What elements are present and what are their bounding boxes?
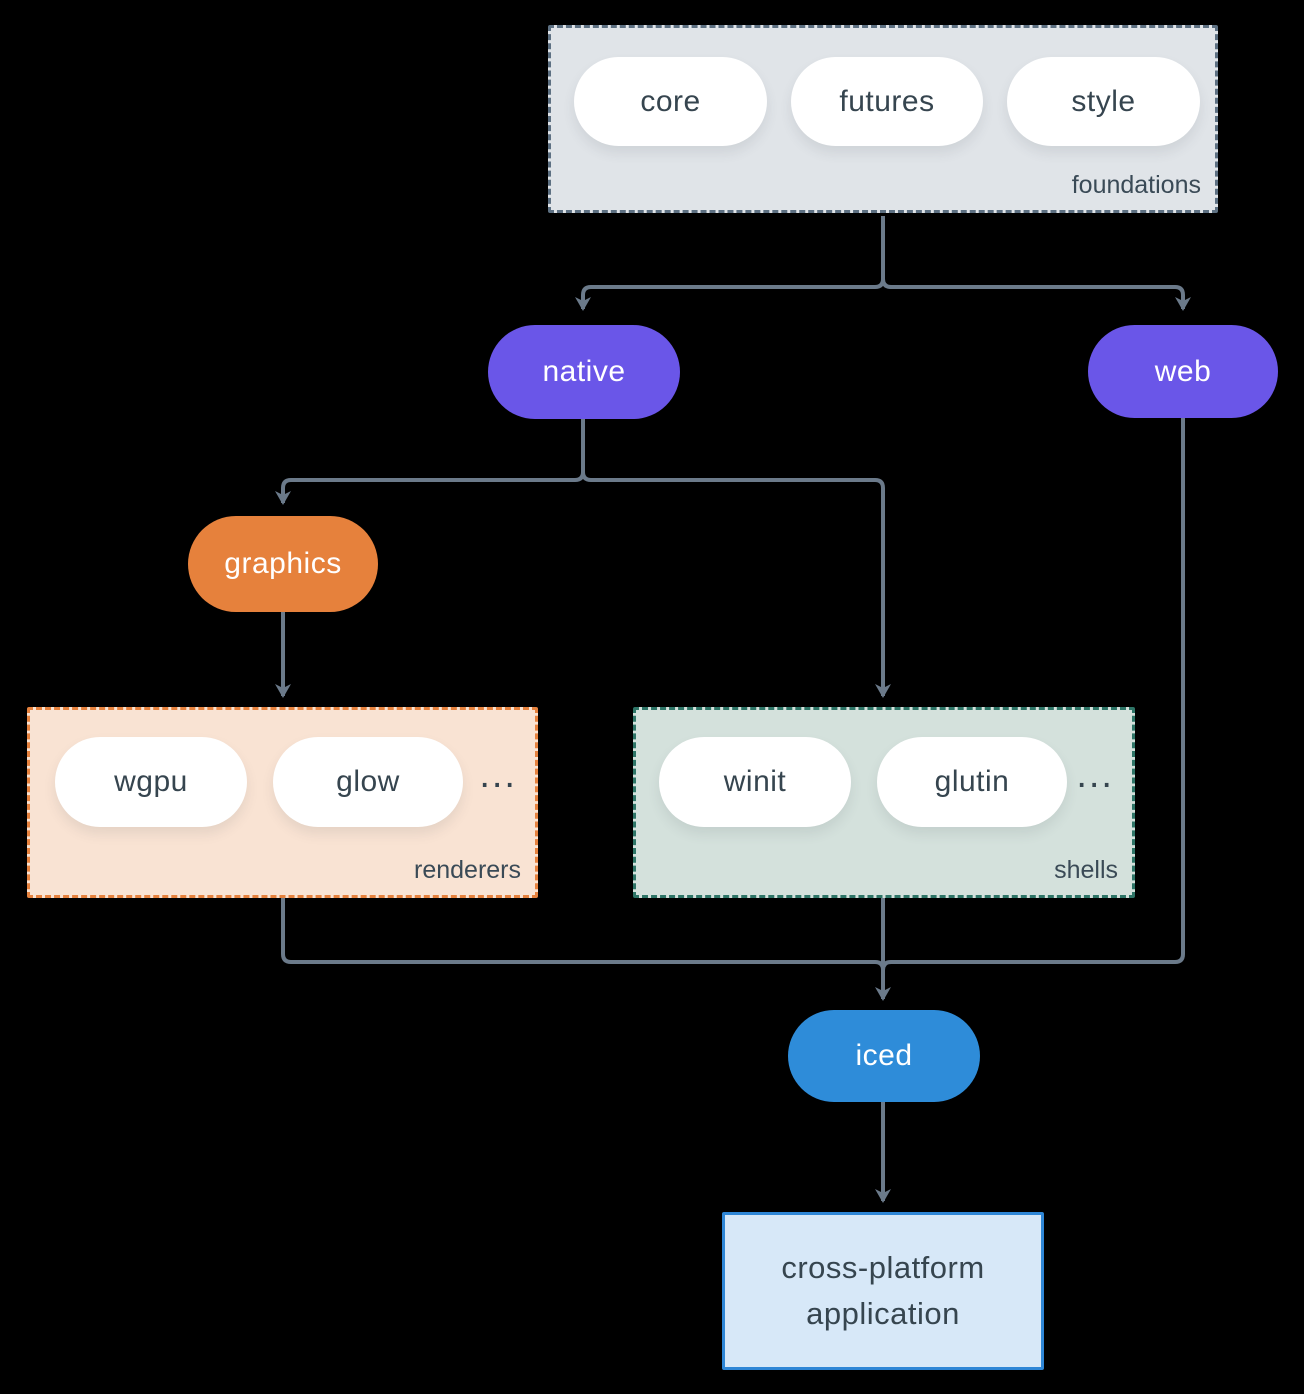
node-web-label: web — [1154, 354, 1212, 388]
node-web: web — [1088, 325, 1278, 418]
node-wgpu-label: wgpu — [114, 765, 188, 798]
node-core: core — [574, 57, 767, 146]
node-style: style — [1007, 57, 1200, 146]
node-iced-label: iced — [855, 1039, 913, 1072]
node-glutin: glutin — [877, 737, 1067, 827]
node-glutin-label: glutin — [934, 765, 1010, 798]
shells-group-label: shells — [1054, 856, 1118, 884]
edge-foundations-web — [881, 216, 1191, 311]
shells-ellipsis: ... — [1076, 754, 1114, 796]
renderers-ellipsis: ... — [479, 754, 517, 796]
edge-native-graphics — [275, 419, 585, 505]
node-futures-label: futures — [839, 84, 935, 118]
node-wgpu: wgpu — [55, 737, 247, 827]
node-futures: futures — [791, 57, 983, 146]
foundations-group-label: foundations — [1071, 171, 1201, 199]
shells-group: winit glutin ... shells — [633, 707, 1135, 898]
renderers-group-label: renderers — [414, 856, 521, 884]
application-label-line2: application — [806, 1296, 960, 1331]
node-native: native — [488, 325, 680, 419]
node-core-label: core — [640, 84, 701, 118]
node-glow: glow — [273, 737, 463, 827]
edge-native-shells — [581, 419, 891, 698]
node-graphics-label: graphics — [224, 547, 342, 580]
application-label-line1: cross-platform — [781, 1249, 985, 1285]
node-winit: winit — [659, 737, 851, 827]
node-iced: iced — [788, 1010, 980, 1102]
foundations-group: core futures style foundations — [548, 25, 1218, 213]
node-native-label: native — [542, 355, 626, 388]
edge-foundations-native — [575, 216, 885, 311]
node-graphics: graphics — [188, 516, 378, 612]
node-winit-label: winit — [723, 765, 787, 798]
renderers-group: wgpu glow ... renderers — [27, 707, 538, 898]
node-style-label: style — [1071, 84, 1136, 118]
node-application: cross-platform application — [722, 1212, 1044, 1370]
edge-renderers-merge — [281, 898, 885, 976]
node-glow-label: glow — [336, 765, 400, 798]
